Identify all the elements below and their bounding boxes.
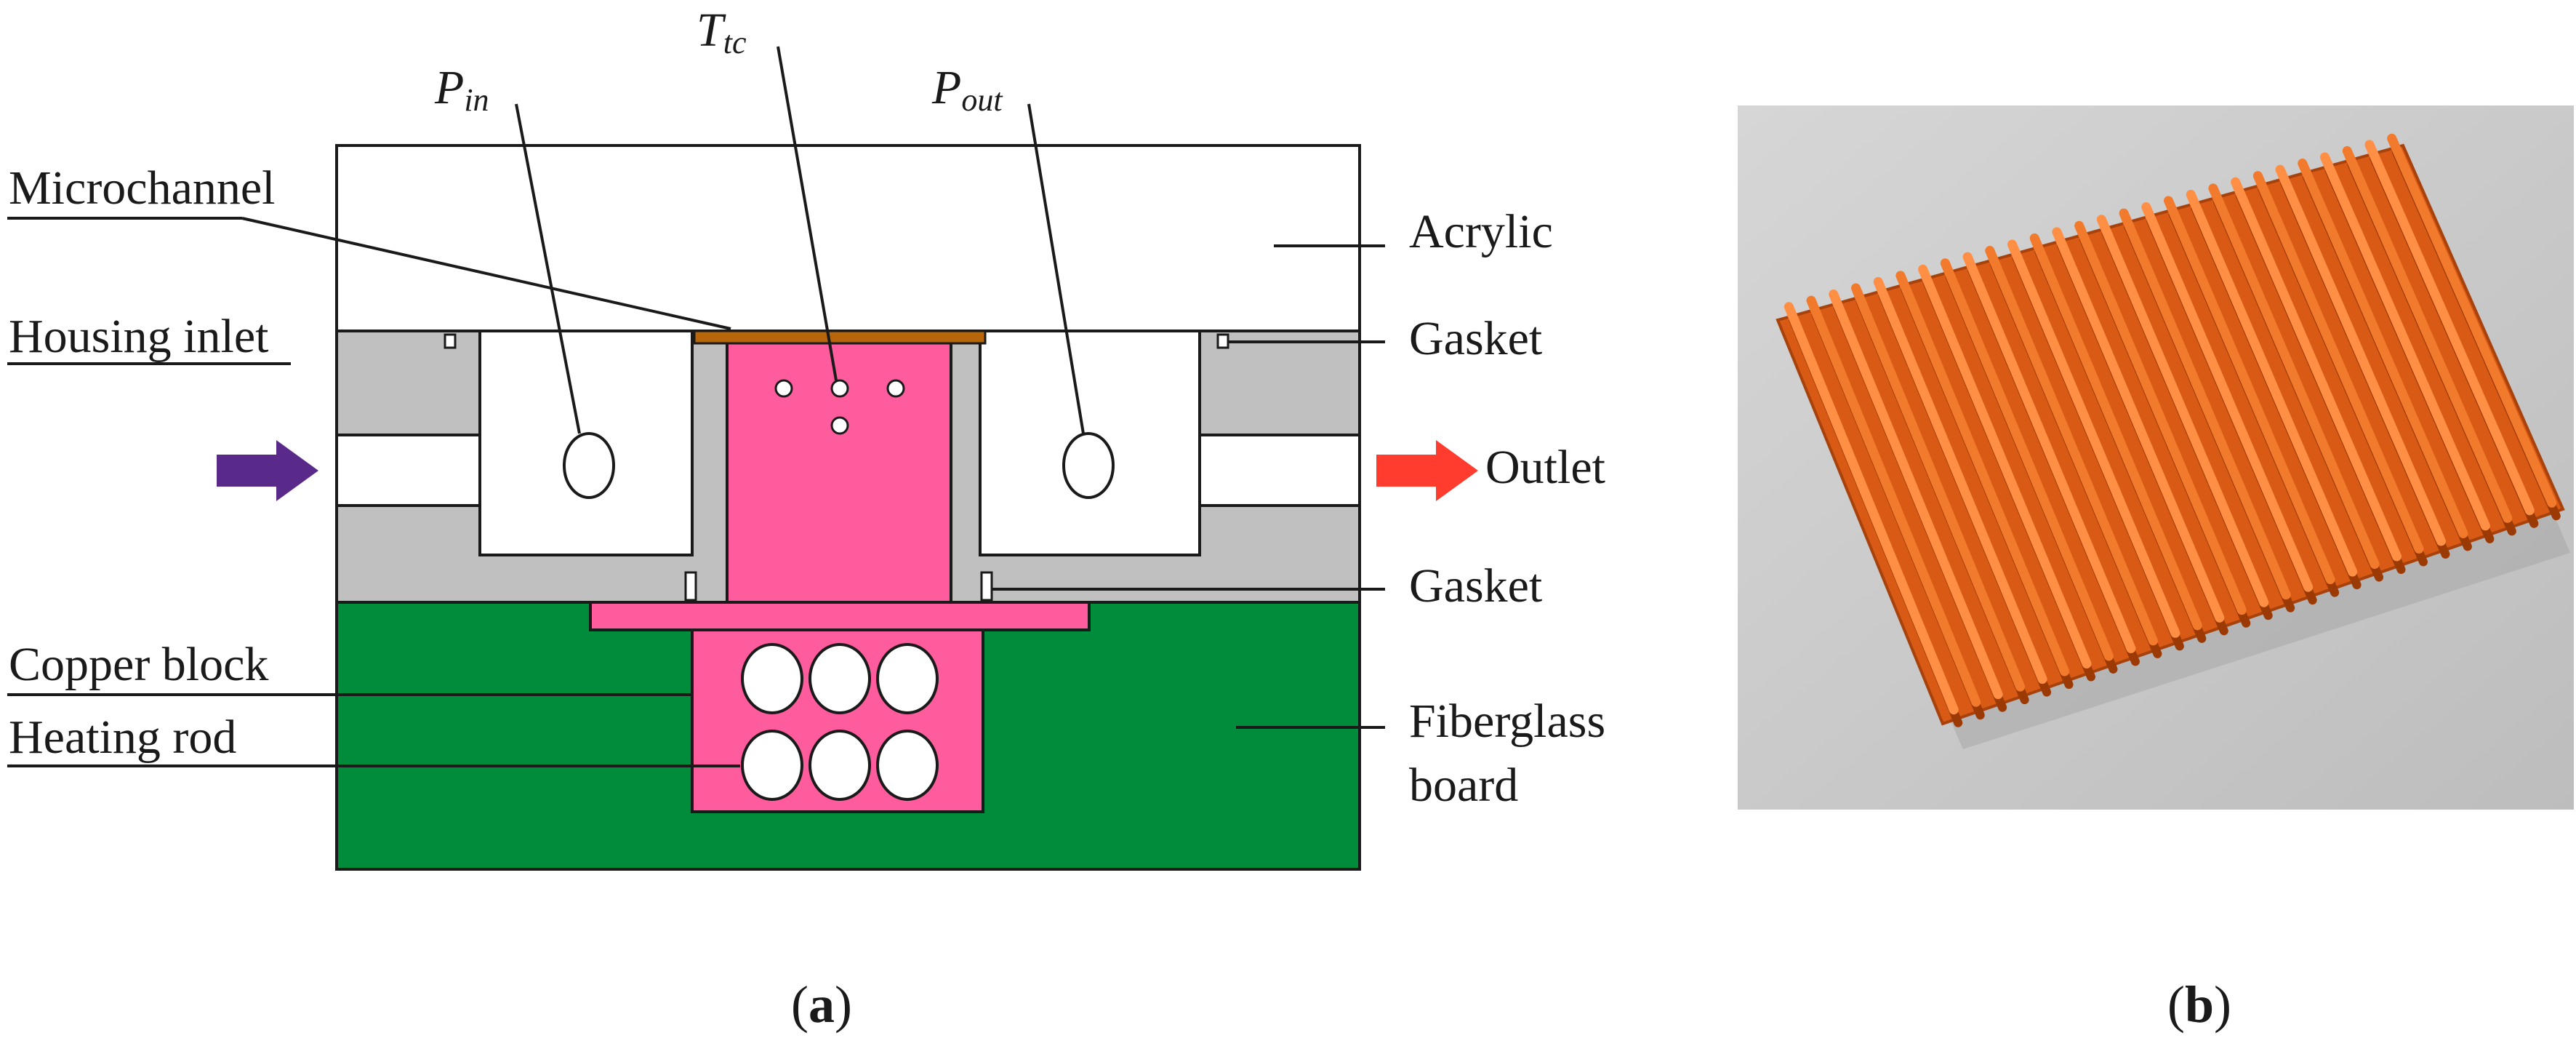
heat-sink-fin (2007, 239, 2180, 638)
leader-lines (7, 46, 1385, 767)
heat-sink-fin (1918, 264, 2092, 669)
heat-sink-fin (1806, 295, 1981, 707)
heat-sink-fin (1895, 271, 2070, 676)
panel-b-photo: (b) (1738, 105, 2574, 1034)
heat-sink-fin (1962, 252, 2136, 653)
p-out-label: Pout (931, 61, 1003, 118)
heat-sink-fin (2252, 171, 2424, 554)
gasket-top-left (444, 333, 457, 349)
heat-sink-fin (1985, 246, 2158, 646)
thermocouple-holes (774, 379, 905, 435)
inlet-channel (335, 434, 483, 507)
heating-rod-label: Heating rod (9, 711, 236, 764)
gasket-bottom-right (980, 571, 993, 602)
heat-sink-fin (2186, 189, 2358, 577)
gasket-top-right (1216, 333, 1229, 349)
heat-sink-fin (2231, 177, 2402, 562)
heat-sink-fin (2364, 140, 2535, 516)
heat-sink-fin (2052, 227, 2225, 623)
p-in-port (563, 432, 615, 499)
copper-flange (589, 601, 1091, 631)
outlet-channel (1197, 434, 1361, 507)
microchannel-label: Microchannel (9, 161, 276, 215)
housing-inlet-label: Housing inlet (9, 310, 269, 363)
t-tc-label: Ttc (697, 4, 747, 60)
outlet-label: Outlet (1485, 441, 1605, 494)
heat-sink-fin (2298, 159, 2468, 538)
heat-sink-fin (2029, 233, 2202, 631)
gasket-top-label: Gasket (1409, 312, 1542, 365)
heat-sink-fin (2074, 220, 2247, 615)
panel-a-caption: (a) (791, 975, 852, 1034)
heat-sink-fin (1940, 258, 2114, 661)
heat-sink-fin (2320, 152, 2490, 531)
fiberglass-label-line2: board (1409, 759, 1518, 812)
heat-sink-fin (1783, 302, 1959, 715)
gasket-bottom-label: Gasket (1409, 559, 1542, 612)
heat-sink-fin (2096, 215, 2269, 607)
heat-sink-fin (1829, 290, 2003, 700)
heat-sink-fin (1873, 276, 2047, 684)
heat-sink-fin (2208, 183, 2380, 570)
fiberglass-label-line1: Fiberglass (1409, 695, 1605, 748)
heat-sink-fin (2275, 164, 2446, 546)
heat-sink-fin (2119, 208, 2291, 600)
heat-sink-fin (2342, 145, 2513, 523)
acrylic-label: Acrylic (1409, 205, 1553, 258)
heat-sink-fins (1783, 133, 2561, 727)
p-out-port (1062, 432, 1115, 499)
heat-sink-fin (2164, 196, 2335, 585)
outlet-arrow (1376, 440, 1478, 501)
heat-sink-fin (2141, 202, 2314, 592)
acrylic-cover (335, 144, 1361, 332)
heat-sink-fin (2387, 133, 2557, 508)
panel-b-caption: (b) (2167, 975, 2231, 1034)
inlet-arrow (217, 440, 318, 501)
p-in-label: Pin (434, 61, 489, 118)
microchannel-strip (693, 330, 987, 345)
gasket-bottom-left (684, 571, 697, 602)
panel-a-schematic: Pin Ttc Pout Microchannel Housing inlet … (7, 4, 1605, 1034)
heat-sink-fin (1851, 283, 2026, 692)
heating-rods (741, 643, 939, 801)
copper-block-label: Copper block (9, 638, 268, 691)
